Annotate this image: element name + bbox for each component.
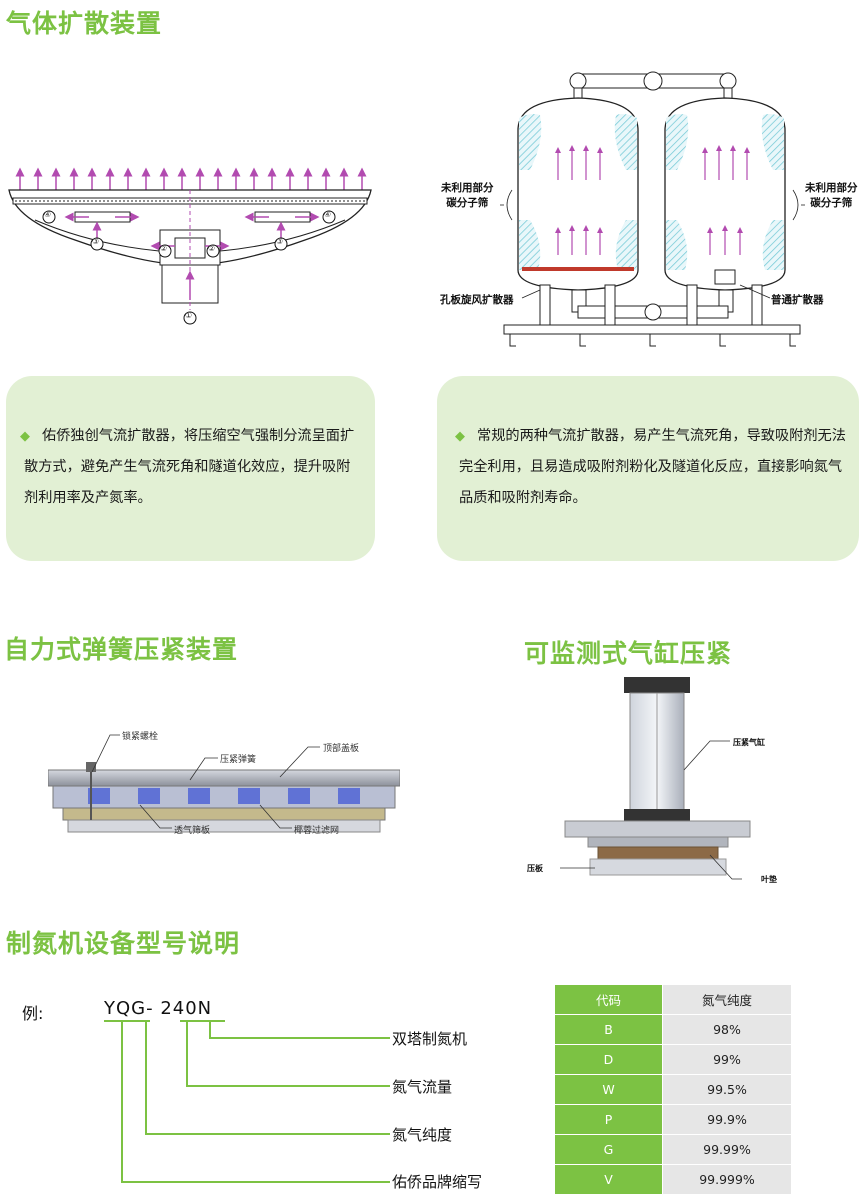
model-meaning-4: 佑侨品牌缩写 xyxy=(392,1173,483,1191)
purity-cell: 99.99% xyxy=(662,1134,791,1165)
diamond-icon: ◆ xyxy=(455,429,465,444)
code-cell: G xyxy=(555,1134,663,1165)
model-meaning-3: 氮气纯度 xyxy=(392,1126,453,1144)
model-meaning-1: 双塔制氮机 xyxy=(392,1030,468,1048)
screen-plate-label: 透气筛板 xyxy=(174,826,211,836)
table-row: V 99.999% xyxy=(555,1164,791,1195)
diffuser-marker-2b: ② xyxy=(208,244,216,253)
cylinder-diagram xyxy=(564,677,751,876)
diffuser-marker-3a: ③ xyxy=(92,237,100,246)
table-row: W 99.5% xyxy=(555,1074,791,1105)
section-title-spring: 自力式弹簧压紧装置 xyxy=(4,635,239,664)
diffuser-marker-4b: ④ xyxy=(324,210,332,219)
code-cell: V xyxy=(555,1164,663,1195)
header-purity: 氮气纯度 xyxy=(662,985,791,1015)
spring-leaders xyxy=(91,734,320,829)
diffuser-marker-4a: ④ xyxy=(44,210,52,219)
purity-cell: 99.999% xyxy=(662,1164,791,1195)
section-title-diffuser: 气体扩散装置 xyxy=(6,9,163,38)
lock-bolt-label: 锁紧螺栓 xyxy=(122,732,159,742)
press-plate-label: 压板 xyxy=(527,864,543,873)
table-header-row: 代码 氮气纯度 xyxy=(555,985,791,1015)
code-cell: P xyxy=(555,1104,663,1135)
card-left-text: ◆佑侨独创气流扩散器，将压缩空气强制分流呈面扩散方式，避免产生气流死角和隧道化效… xyxy=(20,421,364,514)
tower-left-label: 未利用部分 碳分子筛 xyxy=(441,182,494,209)
common-diffuser-label: 普通扩散器 xyxy=(771,294,824,306)
section-title-cylinder: 可监测式气缸压紧 xyxy=(524,639,733,668)
purity-cell: 99.5% xyxy=(662,1074,791,1105)
cylinder-leaders xyxy=(560,740,742,880)
spring-diagram xyxy=(48,762,400,833)
purity-cell: 99.9% xyxy=(662,1104,791,1135)
twin-tower-diagram xyxy=(500,71,805,347)
diamond-icon: ◆ xyxy=(20,429,30,444)
cylinder-label: 压紧气缸 xyxy=(733,738,765,747)
table-row: D 99% xyxy=(555,1044,791,1075)
model-leader-lines xyxy=(104,1020,390,1183)
diffuser-marker-2a: ② xyxy=(160,244,168,253)
code-cell: B xyxy=(555,1014,663,1045)
code-cell: W xyxy=(555,1074,663,1105)
purity-cell: 99% xyxy=(662,1044,791,1075)
example-label: 例: xyxy=(22,1004,44,1023)
spring-label: 压紧弹簧 xyxy=(220,755,257,765)
card-right-text: ◆常规的两种气流扩散器，易产生气流死角，导致吸附剂无法完全利用，且易造成吸附剂粉… xyxy=(455,421,849,514)
orifice-diffuser-label: 孔板旋风扩散器 xyxy=(440,294,514,306)
table-row: G 99.99% xyxy=(555,1134,791,1165)
pad-label: 叶垫 xyxy=(761,875,777,884)
diffuser-diagram xyxy=(8,167,372,325)
card-common-diffuser: ◆常规的两种气流扩散器，易产生气流死角，导致吸附剂无法完全利用，且易造成吸附剂粉… xyxy=(437,376,859,561)
model-code: YQG- 240N xyxy=(104,998,213,1019)
section-title-model: 制氮机设备型号说明 xyxy=(6,929,241,958)
table-row: B 98% xyxy=(555,1014,791,1045)
purity-cell: 98% xyxy=(662,1014,791,1045)
code-cell: D xyxy=(555,1044,663,1075)
top-cover-label: 顶部盖板 xyxy=(323,744,360,754)
header-code: 代码 xyxy=(555,985,663,1015)
card-yq-diffuser: ◆佑侨独创气流扩散器，将压缩空气强制分流呈面扩散方式，避免产生气流死角和隧道化效… xyxy=(6,376,375,561)
model-meaning-2: 氮气流量 xyxy=(392,1078,453,1096)
diffuser-marker-3b: ③ xyxy=(276,237,284,246)
coir-filter-label: 椰蓉过滤网 xyxy=(294,826,340,836)
table-row: P 99.9% xyxy=(555,1104,791,1135)
diffuser-marker-1: ① xyxy=(185,311,193,320)
tower-right-label: 未利用部分 碳分子筛 xyxy=(805,182,858,209)
purity-table: 代码 氮气纯度 B 98% D 99% W 99.5% P 99.9% G 99… xyxy=(555,985,791,1195)
